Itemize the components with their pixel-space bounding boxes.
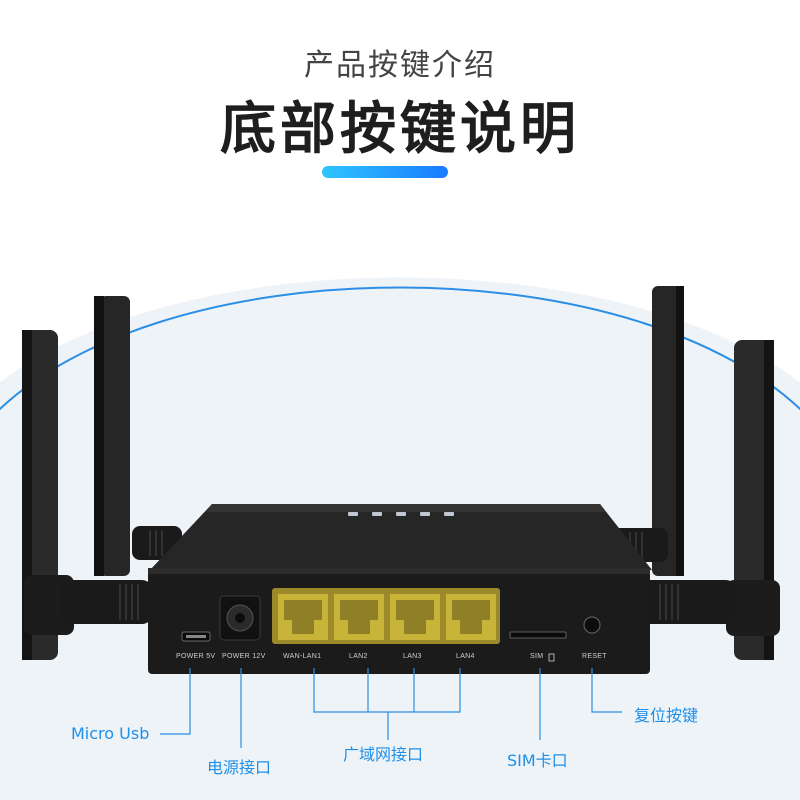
port-label-reset: RESET — [582, 653, 607, 660]
port-label-wan-lan1: WAN-LAN1 — [283, 653, 322, 660]
callout-wan-port: 广域网接口 — [343, 745, 424, 764]
antenna-back-left — [94, 296, 130, 576]
ethernet-port-wan-lan1 — [278, 594, 328, 640]
sim-icon — [548, 653, 555, 662]
page-title: 底部按键说明 — [220, 97, 580, 162]
callout-reset-button: 复位按键 — [634, 706, 699, 725]
antenna-hinge-left — [60, 526, 182, 624]
port-label-power-5v: POWER 5V — [176, 653, 216, 660]
port-label-power-12v: POWER 12V — [222, 653, 266, 660]
status-leds — [348, 512, 454, 516]
antenna-front-right — [726, 340, 780, 660]
port-label-lan3: LAN3 — [403, 653, 422, 660]
ethernet-port-lan4 — [446, 594, 496, 640]
ethernet-port-block — [272, 588, 500, 644]
router-top — [150, 504, 652, 570]
port-label-lan4: LAN4 — [456, 653, 475, 660]
section-subtitle: 产品按键介绍 — [304, 48, 496, 83]
title-accent-bar — [322, 166, 448, 178]
ethernet-port-lan2 — [334, 594, 384, 640]
callout-micro-usb: Micro Usb — [71, 724, 150, 743]
antenna-back-right — [652, 286, 684, 576]
port-label-lan2: LAN2 — [349, 653, 368, 660]
reset-button — [583, 616, 601, 634]
callout-power-port: 电源接口 — [207, 758, 272, 777]
port-label-sim: SIM — [530, 653, 544, 660]
callout-sim-slot: SIM卡口 — [507, 751, 568, 770]
sim-slot — [509, 631, 567, 639]
dc-power-jack — [219, 595, 261, 641]
ethernet-port-lan3 — [390, 594, 440, 640]
